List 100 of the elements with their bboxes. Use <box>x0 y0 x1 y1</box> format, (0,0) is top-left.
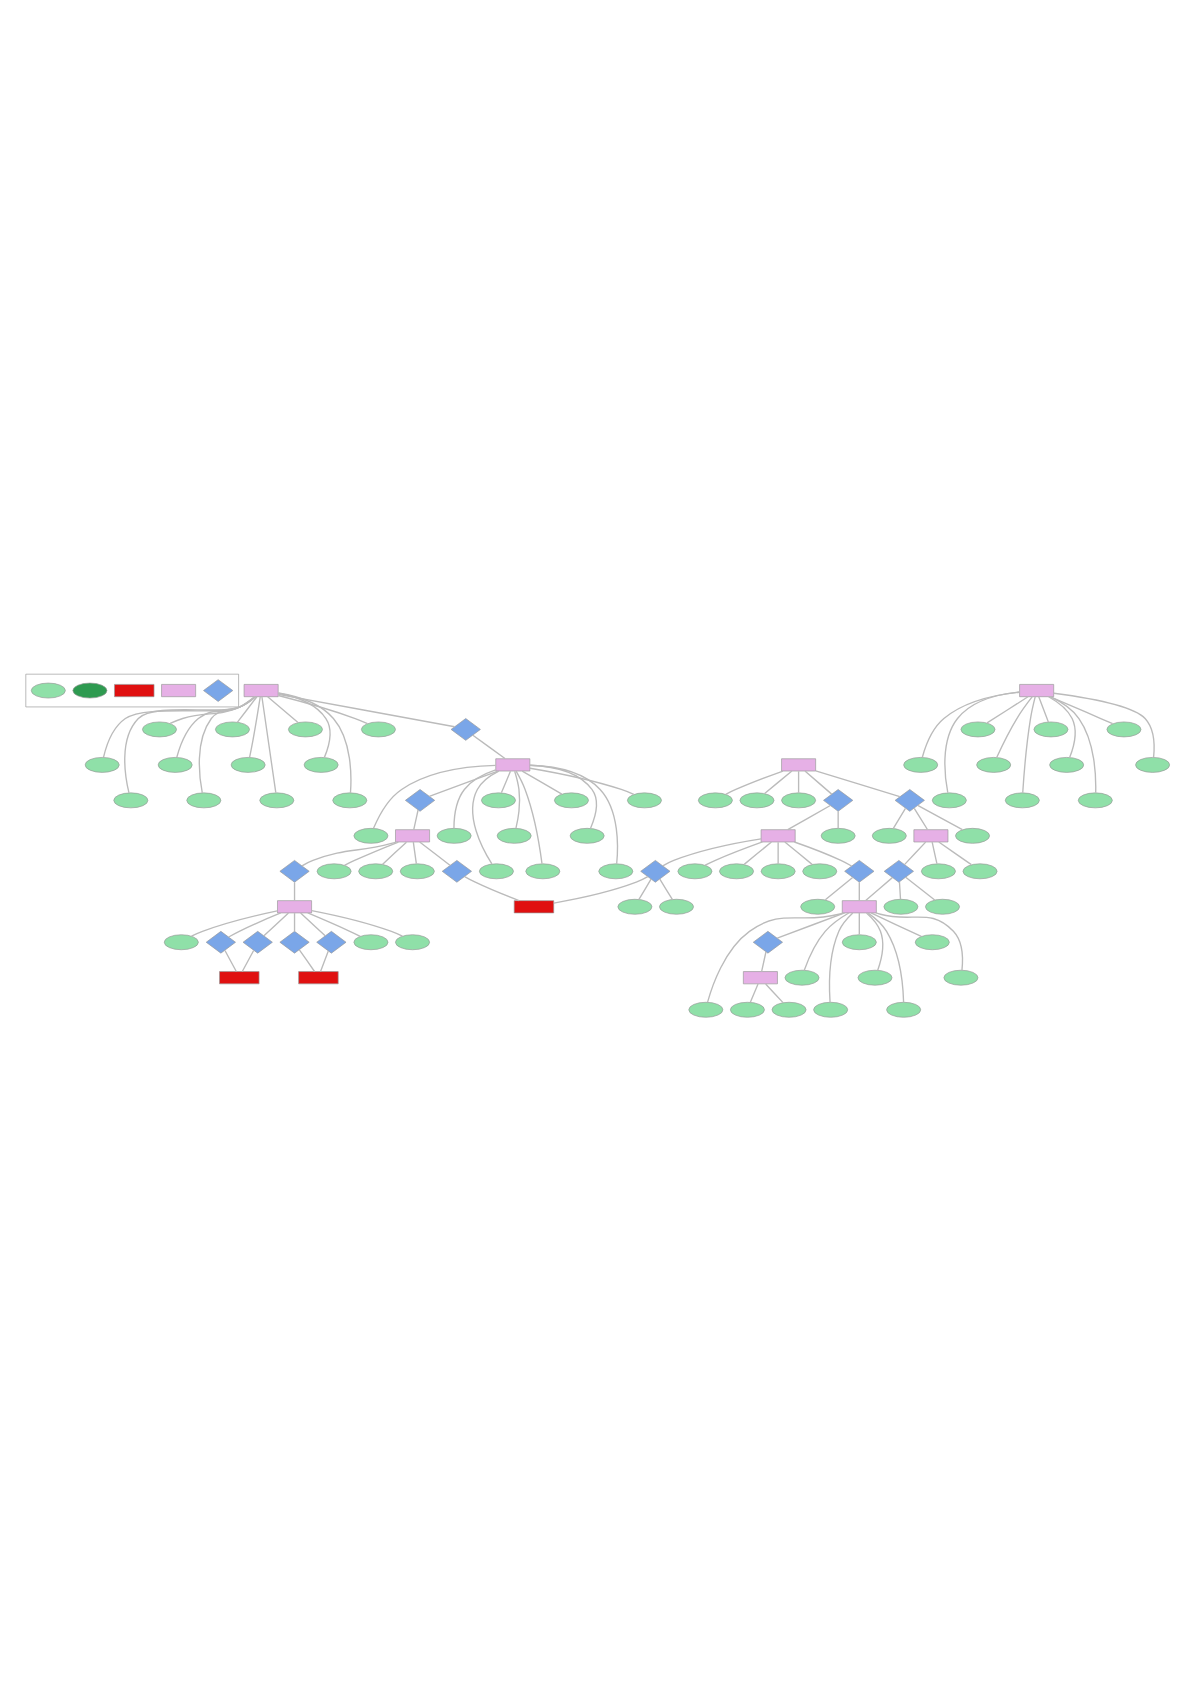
node-ellipse <box>659 897 694 914</box>
connector <box>931 840 938 864</box>
node-diamond <box>823 788 854 811</box>
node-diamond <box>844 859 875 882</box>
connector <box>500 769 512 793</box>
connector <box>277 693 369 724</box>
node-ellipse <box>554 791 589 808</box>
node-ellipse <box>962 862 998 879</box>
node-diamond <box>205 930 236 953</box>
node-ellipse <box>955 827 990 843</box>
connector <box>277 691 352 793</box>
connector <box>102 695 257 757</box>
connector <box>803 911 850 970</box>
connector <box>944 690 1021 793</box>
connector <box>529 763 619 864</box>
node-ellipse <box>163 933 199 950</box>
connector <box>514 769 521 828</box>
connector <box>241 948 255 972</box>
node-ellipse <box>361 720 396 737</box>
node-box <box>743 970 778 984</box>
connector <box>319 949 329 972</box>
connector <box>858 880 860 901</box>
connector <box>725 769 784 794</box>
connector <box>784 840 813 865</box>
node-ellipse <box>481 791 516 808</box>
connector <box>1022 695 1036 793</box>
connector <box>865 875 893 901</box>
node-ellipse <box>698 791 733 808</box>
node-ellipse <box>739 791 775 808</box>
node-ellipse <box>800 897 836 914</box>
node-ellipse <box>358 862 394 879</box>
connector <box>553 874 649 903</box>
connector <box>453 768 497 828</box>
connector <box>892 806 907 829</box>
connector <box>301 840 397 866</box>
node-diamond <box>316 930 347 953</box>
connector <box>776 911 846 938</box>
node-ellipse <box>525 862 561 879</box>
node-ellipse <box>215 720 250 737</box>
node-ellipse <box>943 968 979 985</box>
node-ellipse <box>627 791 662 808</box>
node-ellipse <box>857 968 893 985</box>
connector <box>986 695 1029 723</box>
node-ellipse <box>1004 791 1040 808</box>
connector <box>236 695 258 722</box>
connector <box>921 690 1021 757</box>
node-ellipse <box>1033 720 1069 737</box>
node-ellipse <box>617 897 653 914</box>
connector <box>472 733 506 759</box>
node-ellipse <box>157 756 193 772</box>
node-ellipse <box>259 791 295 808</box>
node-ellipse <box>719 862 754 879</box>
node-diamond <box>203 678 234 701</box>
connector <box>1049 695 1097 793</box>
connector <box>1053 691 1155 757</box>
connector <box>760 950 767 972</box>
node-ellipse <box>688 1000 724 1017</box>
connector <box>793 840 853 866</box>
node-ellipse <box>886 1000 922 1017</box>
connector <box>248 695 261 757</box>
connector <box>343 840 400 865</box>
connector <box>515 769 543 864</box>
connector <box>749 982 759 1002</box>
connector <box>190 909 278 936</box>
node-ellipse <box>230 756 266 772</box>
connector <box>299 911 326 936</box>
node-ellipse <box>730 1000 765 1017</box>
connector <box>1047 695 1076 757</box>
connector <box>176 695 256 757</box>
connector <box>1038 695 1050 722</box>
node-ellipse <box>960 720 996 737</box>
cluster <box>25 672 239 707</box>
connector <box>905 875 936 900</box>
node-ellipse <box>784 968 820 985</box>
node-ellipse <box>931 791 967 808</box>
connector <box>904 840 927 865</box>
node-ellipse <box>1077 791 1113 808</box>
connector <box>804 769 833 794</box>
connector <box>263 911 290 936</box>
node-ellipse <box>399 862 435 879</box>
node-ellipse <box>1135 756 1170 772</box>
connector <box>867 911 905 1002</box>
node-diamond <box>405 788 436 811</box>
connector <box>917 803 964 830</box>
connector <box>996 695 1033 757</box>
connector <box>777 840 779 864</box>
node-box <box>243 683 279 697</box>
connector <box>277 692 456 727</box>
connector <box>372 763 497 829</box>
connector <box>413 808 419 830</box>
connector <box>311 908 404 936</box>
connector <box>706 911 845 1002</box>
node-box <box>913 828 949 842</box>
connector <box>1049 695 1114 724</box>
connector <box>267 695 299 723</box>
node-diamond <box>883 859 914 882</box>
node-diamond <box>279 930 310 953</box>
node-box <box>161 683 196 697</box>
node-ellipse <box>30 681 66 698</box>
node-box <box>760 828 796 842</box>
